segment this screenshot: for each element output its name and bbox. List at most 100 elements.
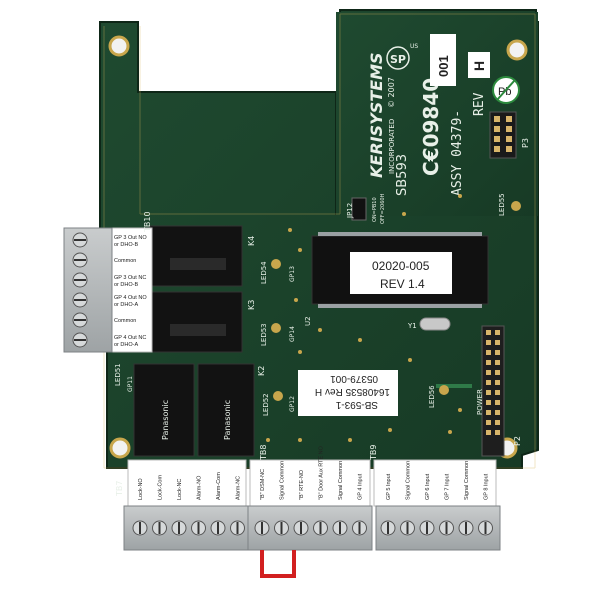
gp12-label: GP12	[289, 396, 296, 412]
tb10-screws	[72, 232, 88, 348]
jp12-on: ON=PB10	[372, 197, 378, 222]
k4-label: K4	[247, 236, 256, 246]
bottom-terminal-label: Lock-NO	[138, 478, 144, 500]
chip-part-number: 02020-005	[372, 259, 430, 273]
bottom-terminal-screws	[132, 520, 493, 536]
tb10-terminal-label: GP 3 Out NO	[114, 235, 147, 241]
chip-revision: REV 1.4	[380, 277, 425, 291]
terminal-block-tb10: TB10	[63, 211, 153, 353]
p3-label: P3	[521, 138, 530, 148]
jp12-label: JP12	[346, 203, 354, 219]
bottom-terminal-label: Lock-NC	[177, 479, 183, 500]
bottom-terminal-label: GP 7 Input	[445, 473, 451, 500]
relay-k4: Panasonic	[149, 225, 243, 287]
copyright: © 2007	[387, 77, 396, 108]
brand-logo: KERISYSTEMS	[367, 52, 386, 178]
k2-label: K2	[257, 366, 266, 376]
serial-sticker-text: SB-593-1 16408535 Rev H 05379-001	[315, 373, 390, 410]
p3-pins	[494, 116, 512, 152]
pb-strike	[496, 79, 516, 101]
bottom-terminal-label: Alarm-NO	[197, 475, 203, 500]
tb10-terminal-label: or DHO-B	[114, 282, 138, 288]
p2-pins	[486, 330, 500, 435]
bottom-terminal-label: Signal Common	[464, 461, 470, 500]
mount-hole	[108, 35, 130, 57]
bottom-terminal-label: Alarm-Com	[216, 472, 222, 500]
led52-icon	[273, 391, 283, 401]
led54-label: LED54	[260, 261, 268, 284]
rev-sticker	[468, 52, 490, 78]
tb10-label: TB10	[143, 211, 152, 233]
tb7-label: TB7	[115, 481, 124, 497]
led56-label: LED56	[428, 385, 436, 408]
serial-sticker	[298, 370, 398, 416]
relay-k3: Panasonic	[149, 291, 243, 353]
cert-mark-icon	[386, 46, 410, 70]
led55-label: LED55	[498, 193, 506, 216]
sticker-line-1: SB-593-1	[335, 399, 378, 410]
bottom-terminal-label: "B" RTE-NO	[299, 469, 305, 500]
led56-icon	[439, 385, 449, 395]
y1-label: Y1	[407, 322, 417, 330]
bottom-terminal-label: Signal Common	[406, 461, 412, 500]
tb10-terminal-label: Common	[114, 318, 136, 324]
crystal-y1	[419, 317, 451, 331]
bottom-terminal-labels: Lock-NO Lock-Com Lock-NC Alarm-NO Alarm-Com A…	[138, 445, 490, 500]
tb10-terminal-label: Common	[114, 258, 136, 264]
k3-label: K3	[247, 300, 256, 310]
rev-letter: H	[471, 61, 487, 71]
tb10-terminal-label: or DHO-B	[114, 242, 138, 248]
led52-label: LED52	[262, 393, 270, 416]
bottom-terminal-label: "B" DSM-NC	[260, 469, 266, 500]
p2-label: P2	[513, 436, 522, 446]
led51-label: LED51	[114, 363, 122, 386]
rev-prefix: REV	[472, 92, 487, 116]
relay-k2: Panasonic	[197, 363, 255, 457]
gp11-label: GP11	[127, 376, 134, 392]
assy-label: ASSY 04379-	[450, 110, 465, 196]
tb10-terminal-label: or DHO-A	[114, 342, 138, 348]
bottom-terminal-label: "B" Door Aux RTE NO	[319, 445, 325, 500]
bottom-terminal-label: Signal Common	[338, 461, 344, 500]
cert-us: US	[410, 43, 418, 50]
sticker-line-2: 16408535 Rev H	[315, 386, 390, 397]
mount-hole	[506, 39, 528, 61]
brand-block: KERISYSTEMS INCORPORATED © 2007	[367, 52, 396, 178]
p3-header	[489, 111, 517, 159]
ce-code: C€09840	[419, 78, 443, 176]
led55-icon	[511, 201, 521, 211]
tb10-terminal-label: GP 4 Out NC	[114, 335, 146, 341]
tb9-label: TB9	[369, 445, 378, 461]
assy-sticker	[430, 34, 456, 86]
bottom-terminal-label: GP 5 Input	[386, 473, 392, 500]
terminal-block-tb7: TB7	[115, 459, 249, 551]
led53-label: LED53	[260, 323, 268, 346]
bottom-terminal-label: Lock-Com	[158, 475, 164, 500]
sticker-line-3: 05379-001	[330, 373, 378, 384]
relay-lower-1-brand: Panasonic	[161, 400, 170, 440]
ic-pins-top	[318, 232, 482, 308]
terminal-block-tb8: TB8	[247, 445, 373, 551]
model-label: SB593	[395, 154, 410, 196]
led53-icon	[271, 323, 281, 333]
chip-part-sticker	[350, 252, 452, 294]
jp12-off: OFF=2060H	[380, 193, 386, 224]
tb10-terminal-label: GP 4 Out NO	[114, 295, 147, 301]
bottom-terminal-label: Signal Common	[280, 461, 286, 500]
tb10-terminal-label: or DHO-A	[114, 302, 138, 308]
tb10-terminal-label: GP 3 Out NC	[114, 275, 146, 281]
tb8-label: TB8	[259, 445, 268, 461]
u2-label: U2	[304, 316, 312, 326]
red-jumper-wire	[260, 550, 296, 578]
relay-lower-1: Panasonic	[133, 363, 195, 457]
assy-number: 001	[436, 55, 451, 77]
led54-icon	[271, 259, 281, 269]
p2-header	[481, 325, 505, 457]
power-label: POWER	[476, 389, 484, 415]
bottom-terminal-label: GP 8 Input	[484, 473, 490, 500]
jp12-jumper	[351, 197, 367, 221]
bottom-terminal-label: Alarm-NC	[236, 476, 242, 500]
